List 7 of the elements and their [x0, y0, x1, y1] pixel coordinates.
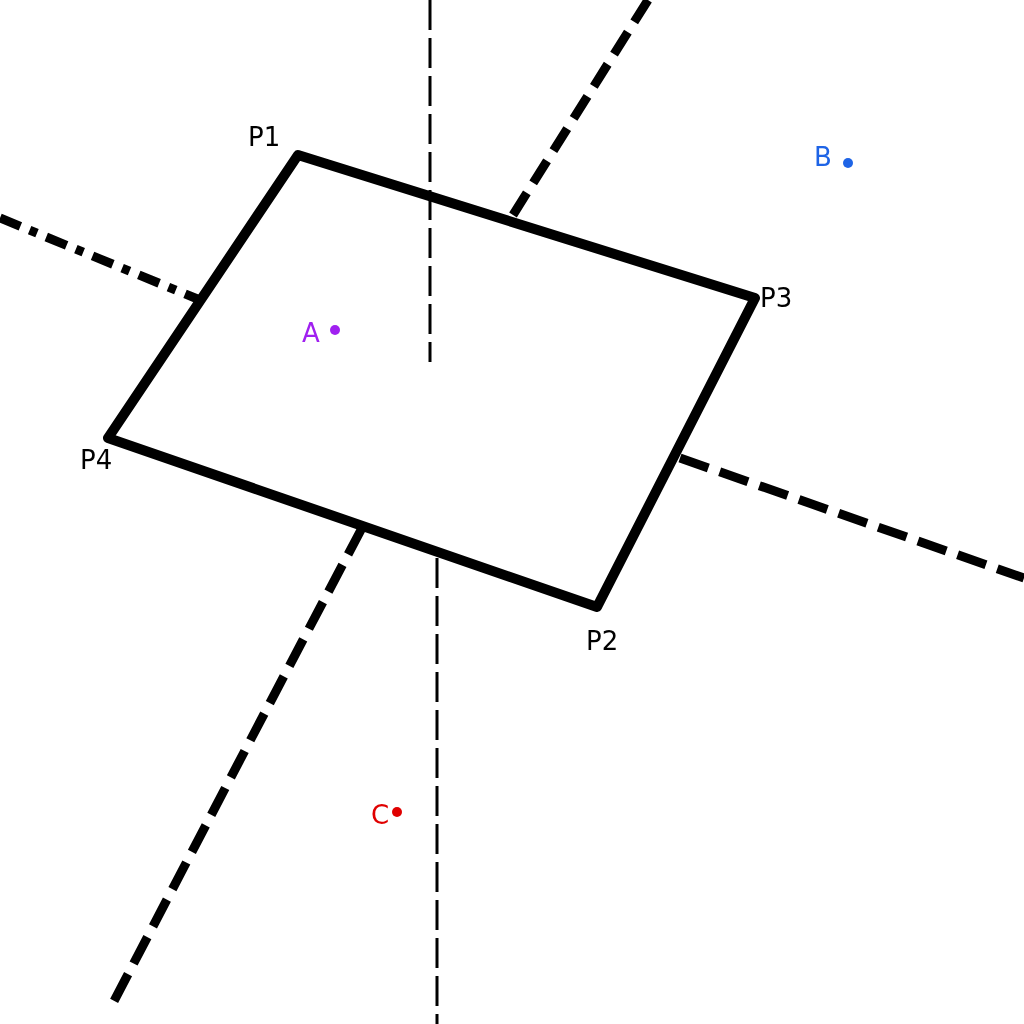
point-label: P1 [248, 122, 281, 152]
point-label: C [371, 800, 390, 830]
point-label: B [814, 142, 832, 172]
point-label: P3 [760, 283, 793, 313]
point-label: A [302, 318, 320, 348]
point-label: P2 [586, 626, 619, 656]
point-label: P4 [80, 445, 113, 475]
